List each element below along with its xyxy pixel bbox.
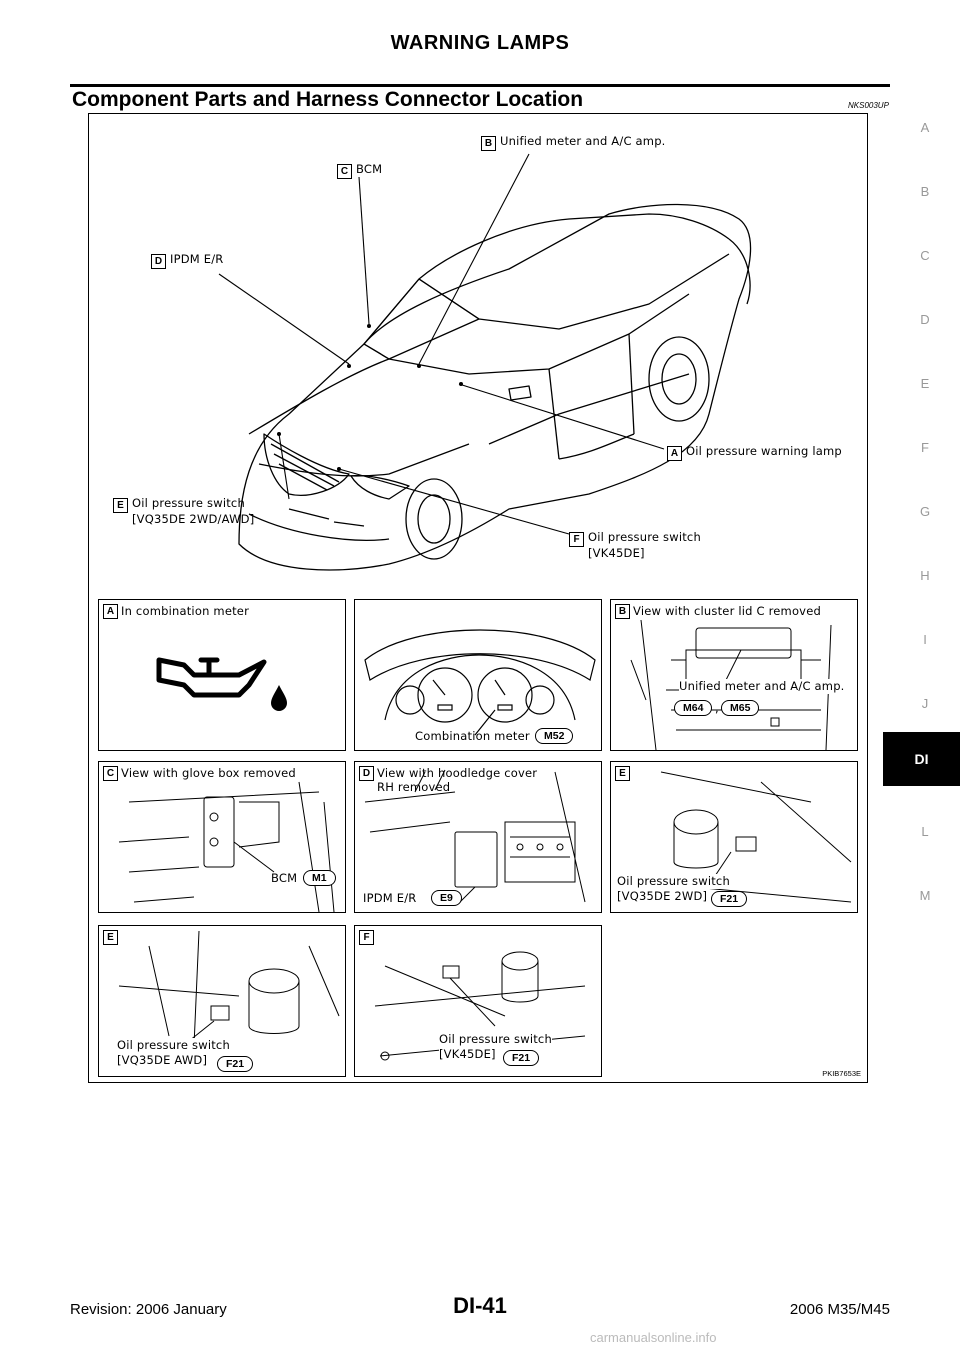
connector-e9: E9 [431,890,462,906]
oil-switch-drawing [640,771,852,903]
connector-m65: M65 [721,700,760,716]
ipdm-drawing [364,769,586,903]
combination-meter-label: Combination meter [415,729,530,743]
callout-key-e: E [113,498,128,513]
callout-oil-pressure-switch-vk45: Oil pressure switch [588,530,701,544]
callout-bcm: BCM [356,162,383,176]
connector-f21: F21 [217,1056,254,1072]
callout-key-a: A [667,446,682,461]
side-tab-j[interactable]: J [921,696,929,711]
panel-key-d: D [359,766,374,781]
watermark: carmanualsonline.info [590,1330,717,1345]
figure-code: PKIB7653E [822,1069,861,1078]
panel-title: View with glove box removed [121,766,296,780]
footer-revision: Revision: 2006 January [70,1301,227,1318]
section-title: Component Parts and Harness Connector Lo… [72,88,584,111]
side-tab-e[interactable]: E [920,376,930,391]
side-tab-m[interactable]: M [919,888,931,903]
meter-cluster-drawing [364,629,596,736]
panel-ipdm: D View with hoodledge cover RH removed I… [354,761,602,913]
side-tab-b[interactable]: B [920,184,930,199]
callout-ipdm: IPDM E/R [170,252,224,266]
oil-switch-engine: [VQ35DE AWD] [117,1053,208,1068]
panel-title-line2: RH removed [377,780,451,794]
side-tab-f[interactable]: F [921,440,929,455]
panel-title: In combination meter [121,604,250,618]
ipdm-label: IPDM E/R [363,891,417,906]
oil-switch-label: Oil pressure switch [117,1038,230,1053]
callout-unified-meter: Unified meter and A/C amp. [500,134,666,148]
panel-key-e: E [615,766,630,781]
callout-engine-vk45: [VK45DE] [588,546,645,560]
panel-key-a: A [103,604,118,619]
panel-combination-meter-a: A In combination meter [98,599,346,751]
panel-key-e: E [103,930,118,945]
side-tab-h[interactable]: H [920,568,930,583]
callout-key-f: F [569,532,584,547]
oil-switch-label: Oil pressure switch [617,874,730,889]
connector-f21: F21 [503,1050,540,1066]
oil-pressure-warning-icon [156,657,287,711]
connector-separator: , [715,701,719,715]
header-rule [70,84,890,87]
oil-switch-awd-drawing [118,930,340,1047]
callout-key-b: B [481,136,496,151]
callout-engine-vq35: [VQ35DE 2WD/AWD] [132,512,255,526]
panel-key-b: B [615,604,630,619]
panel-unified-meter: B View with cluster lid C removed Unifie… [610,599,858,751]
side-tab-c[interactable]: C [920,248,930,263]
unified-meter-drawing [630,619,832,750]
callout-key-c: C [337,164,352,179]
oil-switch-engine: [VK45DE] [439,1047,496,1062]
side-tab-g[interactable]: G [919,504,931,519]
panel-oil-switch-vq35-awd: E Oil pressure switch [VQ35DE AWD] F21 [98,925,346,1077]
side-tab-i[interactable]: I [923,632,927,647]
panel-key-f: F [359,930,374,945]
oil-switch-engine: [VQ35DE 2WD] [617,889,708,904]
unified-meter-label: Unified meter and A/C amp. [679,679,845,694]
panel-oil-switch-vq35-2wd: E Oil pressure switch [VQ35DE 2WD] F21 [610,761,858,913]
connector-f21: F21 [711,891,748,907]
side-tab-a[interactable]: A [920,120,930,135]
component-location-figure: B Unified meter and A/C amp. C BCM D IPD… [88,113,868,1083]
vehicle-illustration [218,153,752,571]
panel-combination-meter: Combination meter M52 [354,599,602,751]
panel-title: View with cluster lid C removed [633,604,821,618]
panel-bcm: C View with glove box removed BCM M1 [98,761,346,913]
side-tab-di-active[interactable]: DI [883,732,960,786]
callout-oil-pressure-warning-lamp: Oil pressure warning lamp [686,444,842,458]
callout-oil-pressure-switch-vq35: Oil pressure switch [132,496,245,510]
footer-page-number: DI-41 [453,1293,507,1318]
section-code: NKS003UP [848,101,889,110]
bcm-label: BCM [271,871,298,885]
side-tab-d[interactable]: D [920,312,930,327]
page-header-title: WARNING LAMPS [390,32,570,54]
side-tab-l[interactable]: L [921,824,929,839]
connector-m1: M1 [303,870,336,886]
connector-m64: M64 [674,700,713,716]
oil-switch-label: Oil pressure switch [439,1032,552,1047]
bcm-drawing [118,781,335,912]
connector-m52: M52 [535,728,574,744]
panel-title: View with hoodledge cover [377,766,538,780]
panel-oil-switch-vk45: F Oil pressure switch [VK45DE] F21 [354,925,602,1077]
footer-model: 2006 M35/M45 [789,1301,890,1318]
panel-key-c: C [103,766,118,781]
callout-key-d: D [151,254,166,269]
